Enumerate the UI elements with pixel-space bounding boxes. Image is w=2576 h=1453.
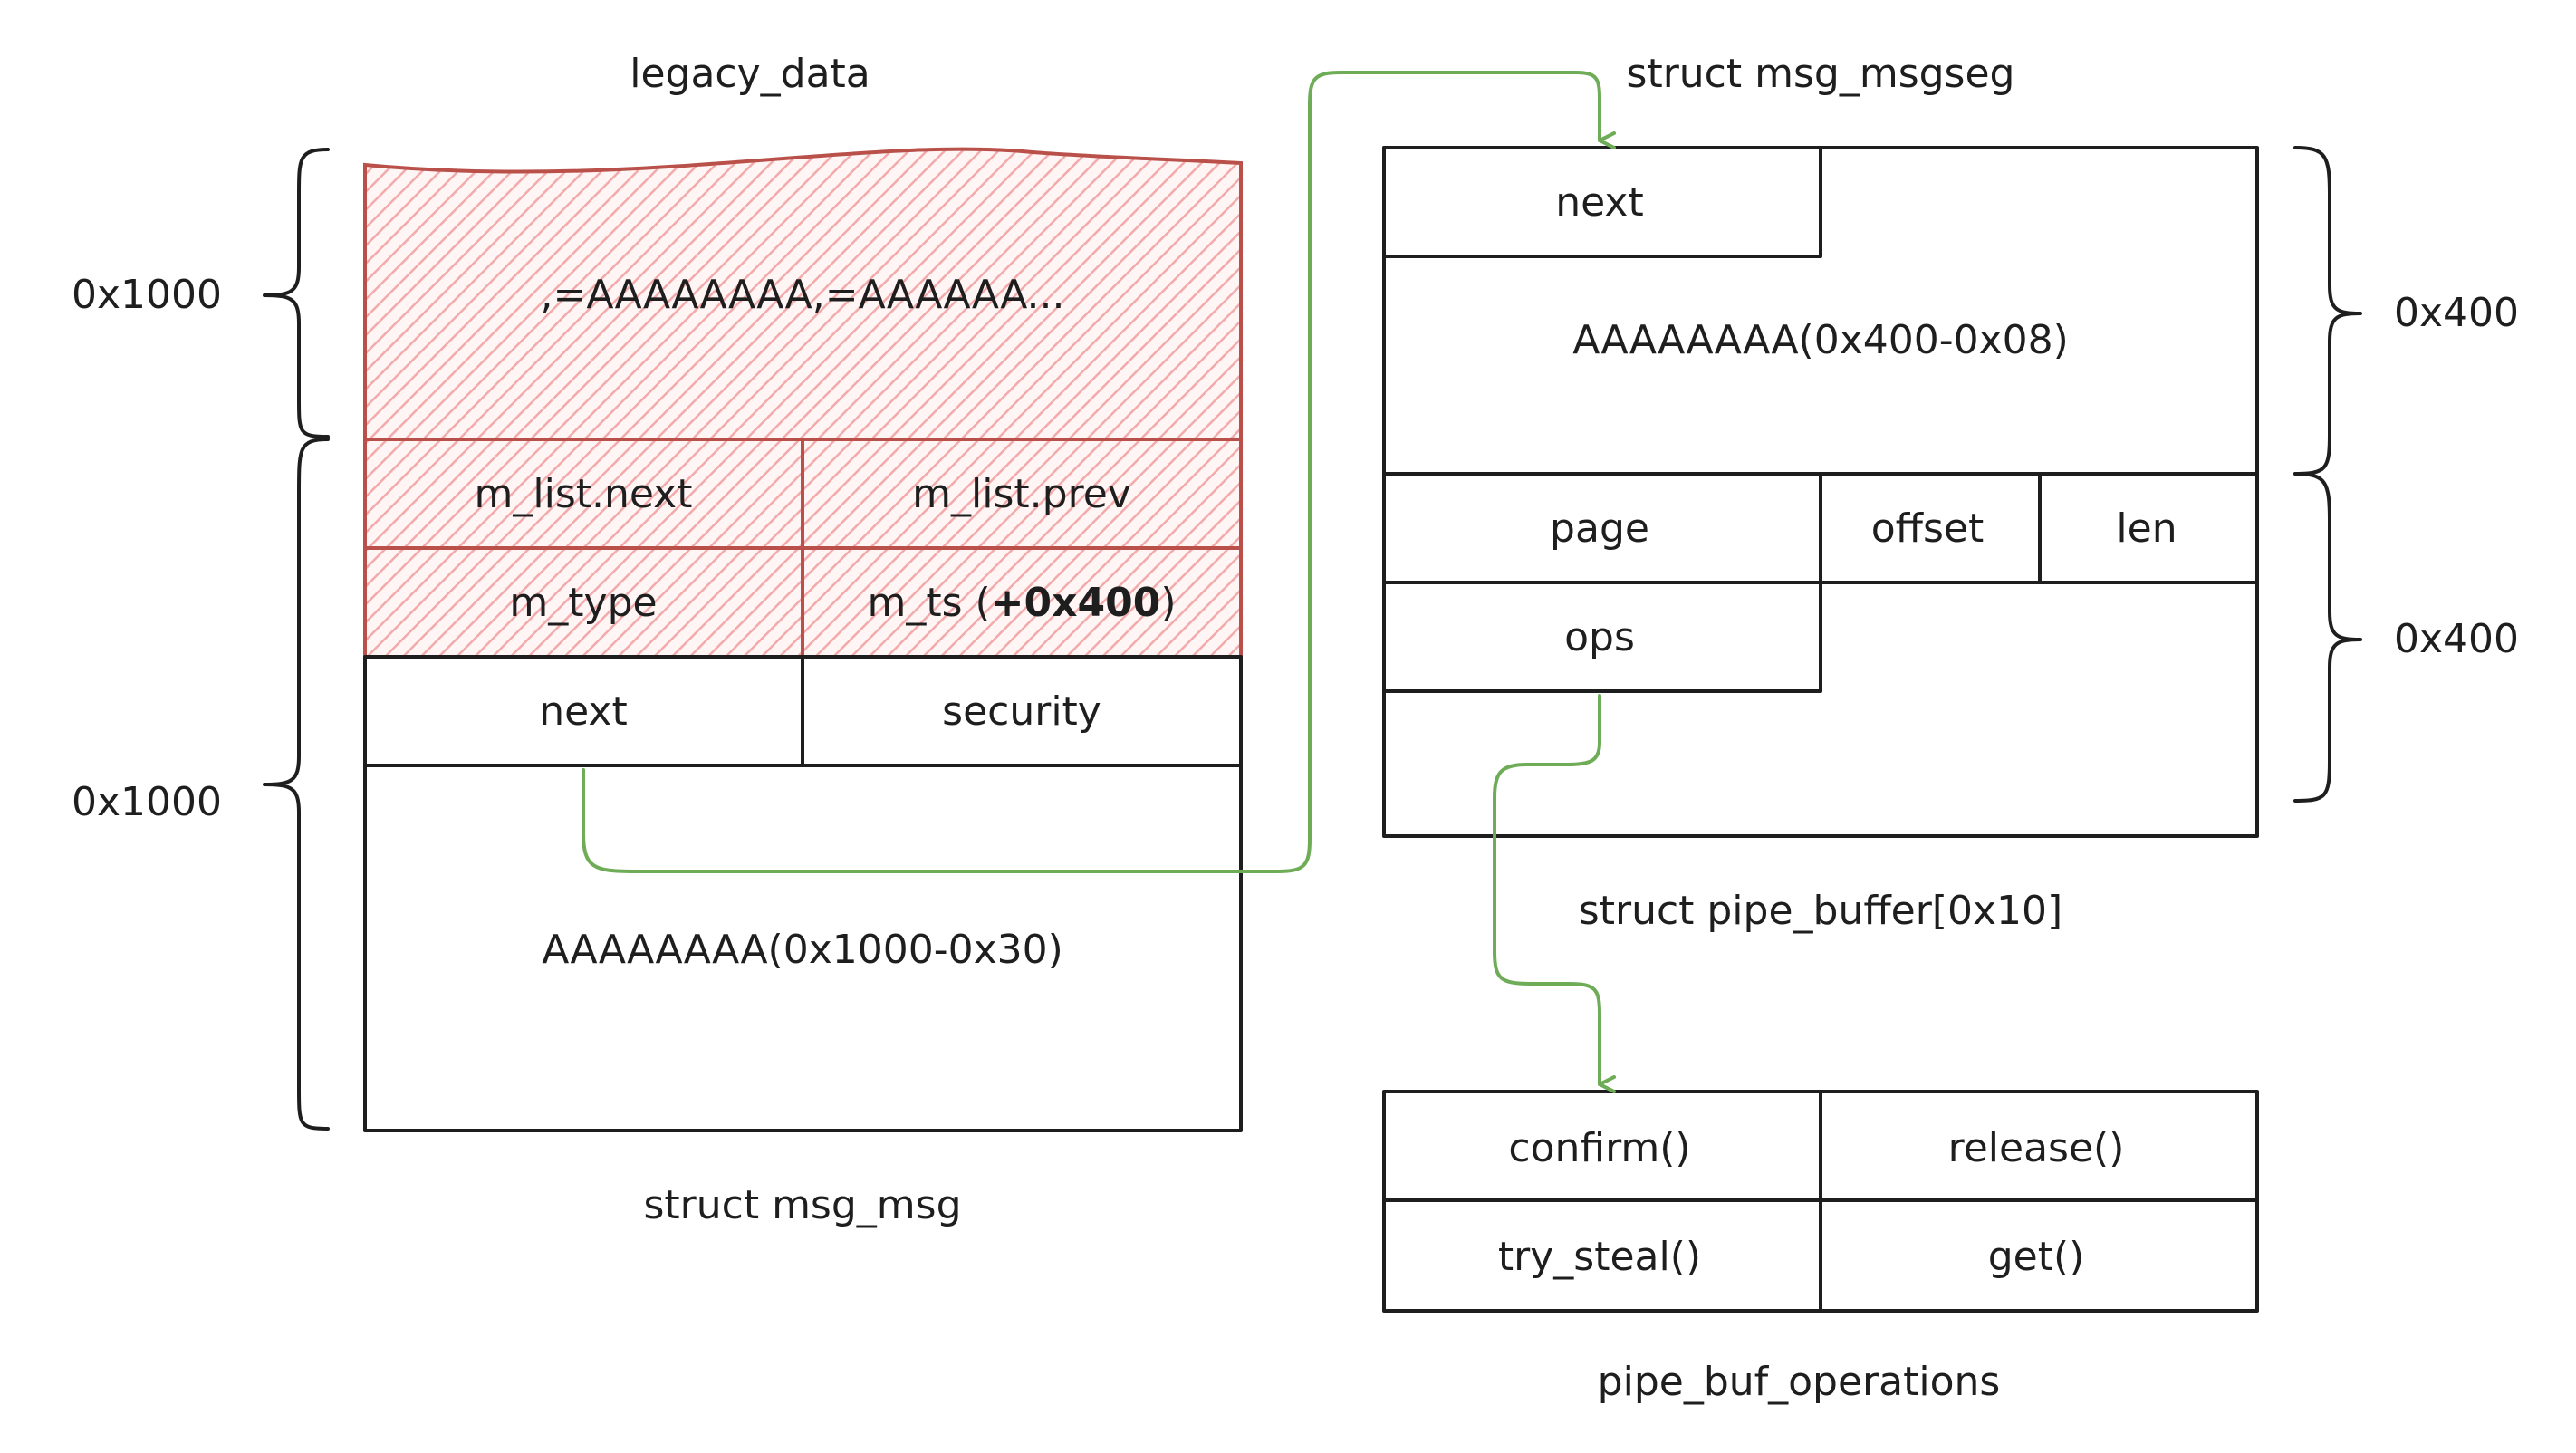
msg-size-label: 0x1000 <box>72 779 222 825</box>
m-ts-close: ) <box>1160 580 1176 626</box>
pipe-size-label: 0x400 <box>2394 616 2519 662</box>
pipe-buffer-struct: page offset len ops struct pipe_buffer[0… <box>1382 146 2519 934</box>
m-ts-delta: +0x400 <box>991 580 1161 626</box>
legacy-size-brace <box>263 148 330 438</box>
m-ts-label: m_ts (+0x400) <box>867 580 1176 626</box>
msg-msg-struct: legacy_data ,=AAAAAAAA,=AAAAAA... m_list… <box>72 51 1243 1228</box>
op-confirm-label: confirm() <box>1508 1125 1690 1171</box>
msg-payload-cell <box>363 764 1243 1132</box>
legacy-data-label: legacy_data <box>630 51 870 97</box>
pipe-len-label: len <box>2116 505 2177 552</box>
msg-msg-label: struct msg_msg <box>643 1182 961 1228</box>
m-list-next-label: m_list.next <box>475 471 693 517</box>
msgseg-size-label: 0x400 <box>2394 290 2519 336</box>
msg-security-label: security <box>942 688 1101 735</box>
pipe-offset-label: offset <box>1871 505 1984 552</box>
next-pointer-arrow <box>582 71 1616 873</box>
msg-payload-label: AAAAAAAA(0x1000-0x30) <box>542 927 1063 973</box>
msg-next-label: next <box>539 688 627 735</box>
msgseg-payload-label: AAAAAAAA(0x400-0x08) <box>1572 317 2069 363</box>
pipe-page-label: page <box>1550 505 1649 552</box>
msgseg-next-label: next <box>1555 179 1643 226</box>
m-ts-name: m_ts ( <box>867 580 990 626</box>
msg-msgseg-label: struct msg_msgseg <box>1627 51 2015 97</box>
m-list-prev-label: m_list.prev <box>912 471 1131 517</box>
m-type-cell <box>363 546 804 659</box>
pipe-buf-operations-struct: confirm() release() try_steal() get() pi… <box>1382 1090 2259 1405</box>
op-try-steal-label: try_steal() <box>1498 1234 1701 1280</box>
pipe-size-brace <box>2293 472 2362 803</box>
op-get-cell <box>1819 1198 2259 1313</box>
pipe-buf-operations-label: pipe_buf_operations <box>1598 1359 2001 1405</box>
op-release-label: release() <box>1948 1125 2125 1171</box>
pipe-len-cell <box>2038 472 2259 584</box>
legacy-data-overflow-text: ,=AAAAAAAA,=AAAAAA... <box>541 272 1065 318</box>
msgseg-size-brace <box>2293 146 2362 476</box>
legacy-size-label: 0x1000 <box>72 272 222 318</box>
msg-msgseg-struct: struct msg_msgseg next AAAAAAAA(0x400-0x… <box>1382 51 2259 838</box>
m-type-label: m_type <box>509 580 657 626</box>
pipe-buffer-label: struct pipe_buffer[0x10] <box>1579 888 2062 934</box>
ops-pointer-arrow <box>1493 694 1616 1093</box>
pipe-ops-cell <box>1382 581 1822 693</box>
msg-size-brace <box>263 438 330 1131</box>
m-ts-cell <box>801 546 1243 659</box>
pipe-ops-label: ops <box>1564 614 1635 660</box>
op-get-label: get() <box>1988 1234 2085 1280</box>
legacy-data-overflow-region <box>363 147 1243 441</box>
